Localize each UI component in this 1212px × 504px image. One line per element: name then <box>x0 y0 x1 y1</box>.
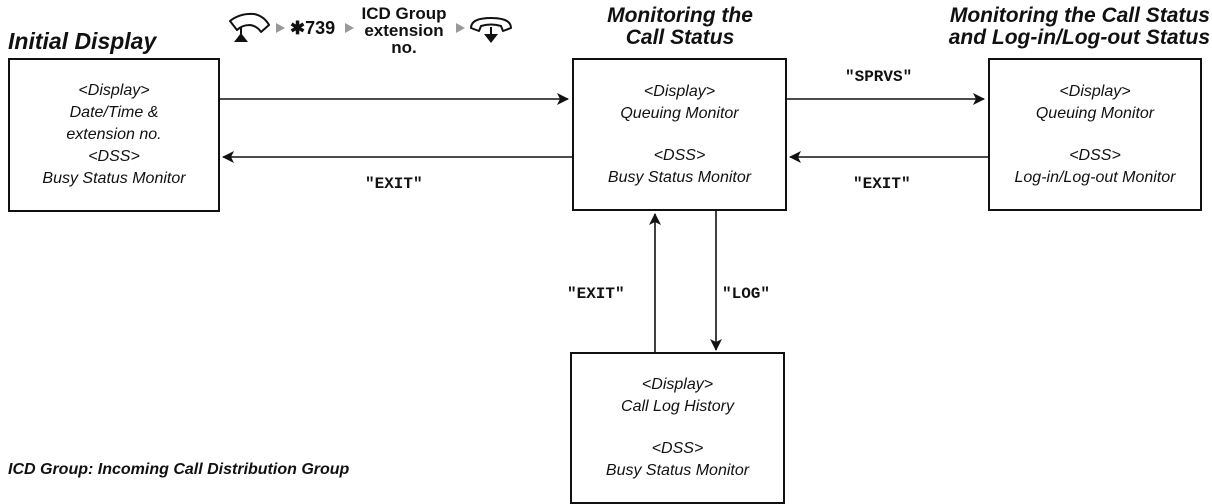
box-line: extension no. <box>66 126 162 143</box>
heading-monitoring-call-status: Monitoring the Call Status <box>590 5 770 49</box>
feature-code: ✱739 <box>290 18 336 38</box>
box-line: <DSS> <box>653 146 706 164</box>
login-logout-monitor-box: <Display> Queuing Monitor <DSS> Log-in/L… <box>988 58 1202 211</box>
box-line: Busy Status Monitor <box>42 170 186 187</box>
icd-group-extension-label: ICD Group extension no. <box>356 5 452 56</box>
exit-label-from-history: "EXIT" <box>567 285 625 303</box>
step-arrow-icon <box>345 23 354 33</box>
box-line: Queuing Monitor <box>1035 104 1155 122</box>
footnote-icd-group: ICD Group: Incoming Call Distribution Gr… <box>8 461 350 478</box>
step-arrow-icon <box>456 23 465 33</box>
box-line: Queuing Monitor <box>620 104 739 122</box>
call-log-history-box: <Display> Call Log History <DSS> Busy St… <box>570 352 785 504</box>
box-line: Busy Status Monitor <box>607 168 752 186</box>
box-line: Date/Time & <box>69 104 159 121</box>
heading-line: Monitoring the <box>607 4 753 27</box>
box-line: Log-in/Log-out Monitor <box>1014 168 1176 186</box>
handset-off-hook-icon <box>229 12 270 42</box>
sprvs-label: "SPRVS" <box>845 68 913 86</box>
queuing-monitor-box: <Display> Queuing Monitor <DSS> Busy Sta… <box>572 58 787 211</box>
exit-label-to-initial: "EXIT" <box>365 175 423 193</box>
box-line: <DSS> <box>651 440 704 457</box>
box-line: <DSS> <box>1069 146 1121 164</box>
label-line: no. <box>391 38 417 57</box>
box-line: <Display> <box>1059 82 1131 100</box>
exit-label-to-queuing: "EXIT" <box>853 175 911 193</box>
box-line: <Display> <box>643 82 716 100</box>
handset-on-hook-icon <box>470 17 512 43</box>
step-arrow-icon <box>276 23 285 33</box>
box-line: Call Log History <box>621 398 734 415</box>
box-line: <Display> <box>78 82 150 99</box>
box-line: <DSS> <box>88 148 140 165</box>
heading-line: Call Status <box>625 26 735 49</box>
label-line: extension <box>364 21 444 40</box>
heading-monitoring-login-status: Monitoring the Call Status and Log-in/Lo… <box>949 5 1210 49</box>
label-line: ICD Group <box>361 4 447 23</box>
log-label: "LOG" <box>722 285 771 303</box>
box-line: <Display> <box>641 376 714 393</box>
heading-line: and Log-in/Log-out Status <box>948 26 1210 49</box>
heading-initial-display: Initial Display <box>8 28 157 54</box>
heading-line: Monitoring the Call Status <box>949 4 1210 27</box>
box-line: Busy Status Monitor <box>605 462 750 479</box>
initial-display-box: <Display> Date/Time & extension no. <DSS… <box>8 58 220 212</box>
